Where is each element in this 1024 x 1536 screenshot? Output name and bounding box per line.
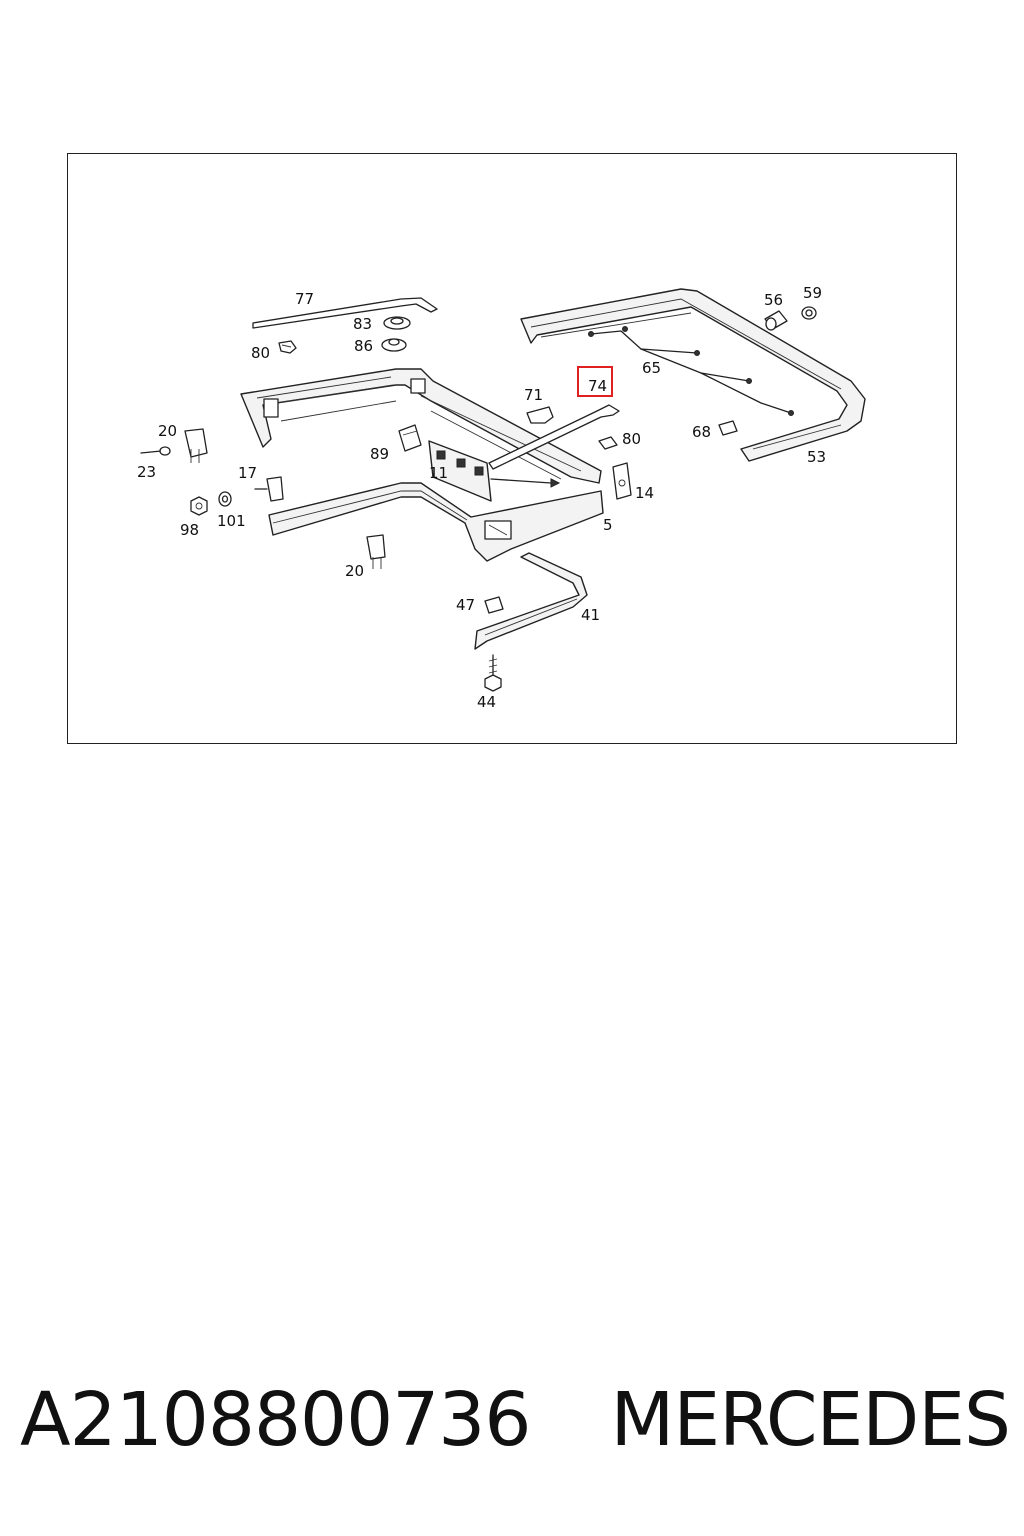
callout-20-upper: 20 bbox=[158, 422, 177, 440]
callout-11: 11 bbox=[429, 464, 448, 482]
part-71-bracket bbox=[526, 406, 554, 424]
callout-53: 53 bbox=[807, 448, 826, 466]
callout-44: 44 bbox=[477, 693, 496, 711]
callout-80-right: 80 bbox=[622, 430, 641, 448]
callout-14: 14 bbox=[635, 484, 654, 502]
part-89-bracket bbox=[398, 424, 422, 452]
callout-65: 65 bbox=[642, 359, 661, 377]
callout-101: 101 bbox=[217, 512, 246, 530]
footer-caption: A2108800736 MERCEDES bbox=[20, 1370, 1011, 1470]
callout-86: 86 bbox=[354, 337, 373, 355]
part-77-trim-strip bbox=[252, 297, 438, 329]
callout-80-left: 80 bbox=[251, 344, 270, 362]
callout-17: 17 bbox=[238, 464, 257, 482]
bumper-cover-lower bbox=[268, 482, 604, 562]
part-14-cover bbox=[612, 462, 632, 500]
part-44-screw bbox=[484, 654, 502, 692]
callout-71: 71 bbox=[524, 386, 543, 404]
part-47-clip bbox=[484, 596, 504, 614]
part-80-clip-left bbox=[278, 340, 297, 354]
callout-5: 5 bbox=[603, 516, 613, 534]
part-17-fastener bbox=[254, 476, 284, 502]
rear-bumper-exploded-diagram: 77 83 86 80 56 59 65 74 71 80 68 53 20 2… bbox=[137, 284, 866, 711]
part-83-grommet bbox=[383, 316, 411, 330]
callout-41: 41 bbox=[581, 606, 600, 624]
callout-89: 89 bbox=[370, 445, 389, 463]
callout-83: 83 bbox=[353, 315, 372, 333]
part-53-rear-bumper-right bbox=[520, 288, 866, 462]
part-80-clip-right bbox=[598, 436, 618, 450]
part-number: A2108800736 bbox=[20, 1377, 531, 1463]
part-86-grommet bbox=[381, 338, 407, 352]
callout-23: 23 bbox=[137, 463, 156, 481]
part-74-support-strip bbox=[488, 404, 620, 470]
part-68-clip bbox=[718, 420, 738, 436]
part-101-washer bbox=[218, 491, 232, 507]
bumper-shell-upper bbox=[240, 368, 602, 484]
part-56-sensor bbox=[764, 310, 788, 331]
parts-diagram-frame: 77 83 86 80 56 59 65 74 71 80 68 53 20 2… bbox=[67, 153, 957, 744]
callout-77: 77 bbox=[295, 290, 314, 308]
part-98-nut bbox=[190, 496, 208, 516]
callout-68: 68 bbox=[692, 423, 711, 441]
callout-56: 56 bbox=[764, 291, 783, 309]
part-11-trim-panel bbox=[428, 440, 492, 502]
part-59-ring bbox=[801, 306, 817, 320]
callout-20-lower: 20 bbox=[345, 562, 364, 580]
part-20-bracket-lower bbox=[366, 534, 386, 569]
callout-98: 98 bbox=[180, 521, 199, 539]
assembly-arrow bbox=[490, 478, 561, 488]
part-41-lower-strip bbox=[474, 552, 588, 650]
callout-74-highlight-box bbox=[577, 366, 613, 397]
callout-47: 47 bbox=[456, 596, 475, 614]
brand-name: MERCEDES bbox=[610, 1377, 1011, 1463]
callout-59: 59 bbox=[803, 284, 822, 302]
part-23-screw bbox=[140, 446, 171, 456]
callout-74: 74 bbox=[588, 377, 607, 395]
part-65-wiring-harness bbox=[588, 326, 794, 416]
part-20-bracket-upper bbox=[184, 428, 208, 463]
